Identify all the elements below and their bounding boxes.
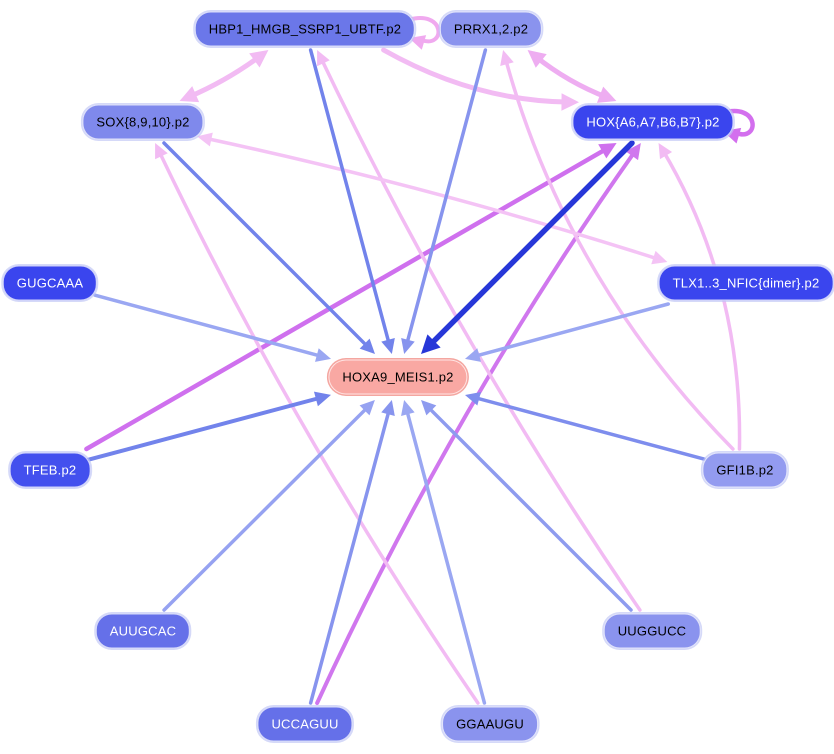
edge-hbp1-hbp1-selfloop xyxy=(406,16,441,44)
edge-hbp1-hoxa9-arrowhead xyxy=(381,338,395,354)
edge-uuggucc-hoxa9-arrowhead xyxy=(421,400,437,416)
edge-sox-hoxa9-arrowhead xyxy=(359,338,375,354)
edge-auugcac-hoxa9 xyxy=(162,403,371,612)
edge-tlx-hoxa9 xyxy=(471,302,671,359)
edge-gugcaaa-hoxa9-arrowhead xyxy=(315,348,331,362)
edge-uccaguu-hoxa9-arrowhead xyxy=(381,400,395,416)
edge-sox-hbp1-back-arrowhead xyxy=(179,86,200,103)
edge-tfeb-hox-arrowhead xyxy=(598,143,617,159)
edge-sox-tlx xyxy=(203,136,662,262)
edge-hbp1-hox-arrowhead xyxy=(561,93,579,111)
edge-prrx1-hox-arrowhead xyxy=(596,86,617,103)
edge-tfeb-hoxa9 xyxy=(86,395,325,462)
edge-uccaguu-hox xyxy=(315,148,638,705)
edge-prrx1-hox xyxy=(532,53,610,101)
node-label-hoxa9: HOXA9_MEIS1.p2 xyxy=(342,369,454,385)
edge-gfi1b-hoxa9-arrowhead xyxy=(465,391,481,406)
node-gfi1b[interactable]: GFI1B.p2 xyxy=(702,452,788,488)
edge-hox-hoxa9 xyxy=(425,140,635,350)
edge-gfi1b-prrx1 xyxy=(503,56,735,451)
edge-uccaguu-hoxa9 xyxy=(308,406,392,705)
node-sox[interactable]: SOX{8,9,10}.p2 xyxy=(82,104,204,140)
node-uccaguu[interactable]: UCCAGUU xyxy=(257,706,353,742)
edge-gfi1b-hoxa9 xyxy=(471,395,706,461)
node-hox[interactable]: HOX{A6,A7,B6,B7}.p2 xyxy=(572,104,734,140)
edge-sox-hbp1-arrowhead xyxy=(249,50,269,68)
node-label-uuggucc: UUGGUCC xyxy=(617,623,687,639)
edge-sox-tlx-back-arrowhead xyxy=(197,132,213,147)
edge-ggaaugu-sox xyxy=(156,148,480,705)
center-node-hoxa9[interactable]: HOXA9_MEIS1.p2 xyxy=(328,359,468,395)
node-ggaaugu[interactable]: GGAAUGU xyxy=(442,706,538,742)
edge-uuggucc-hbp1-arrowhead xyxy=(317,50,330,67)
node-tlx[interactable]: TLX1..3_NFIC{dimer}.p2 xyxy=(658,265,834,301)
node-label-gfi1b: GFI1B.p2 xyxy=(716,462,774,478)
node-label-tlx: TLX1..3_NFIC{dimer}.p2 xyxy=(672,275,820,291)
node-label-tfeb: TFEB.p2 xyxy=(23,462,77,478)
edge-sox-hoxa9 xyxy=(162,141,372,351)
edge-gfi1b-hox-arrowhead xyxy=(658,143,673,160)
node-tfeb[interactable]: TFEB.p2 xyxy=(9,452,91,488)
edge-ggaaugu-hoxa9 xyxy=(404,406,487,705)
node-label-hbp1: HBP1_HMGB_SSRP1_UBTF.p2 xyxy=(208,21,402,37)
edge-hbp1-hoxa9 xyxy=(308,48,392,348)
node-label-uccaguu: UCCAGUU xyxy=(271,716,339,732)
node-hbp1[interactable]: HBP1_HMGB_SSRP1_UBTF.p2 xyxy=(194,11,416,47)
node-label-ggaaugu: GGAAUGU xyxy=(456,716,524,732)
edge-prrx1-hox-back-arrowhead xyxy=(527,50,547,68)
edge-sox-tlx-arrowhead xyxy=(651,250,668,265)
edge-hbp1-hbp1-arrowhead xyxy=(409,35,427,50)
node-label-hox: HOX{A6,A7,B6,B7}.p2 xyxy=(586,114,720,130)
edge-sox-hbp1 xyxy=(185,53,264,100)
edge-uccaguu-hox-arrowhead xyxy=(625,143,641,161)
edge-uuggucc-hoxa9 xyxy=(424,403,633,612)
node-prrx1[interactable]: PRRX1,2.p2 xyxy=(439,11,543,47)
node-label-prrx1: PRRX1,2.p2 xyxy=(453,21,529,37)
node-uuggucc[interactable]: UUGGUCC xyxy=(603,613,701,649)
node-label-auugcac: AUUGCAC xyxy=(109,623,177,639)
node-gugcaaa[interactable]: GUGCAAA xyxy=(2,265,98,301)
edge-tlx-hoxa9-arrowhead xyxy=(465,348,481,362)
edge-tfeb-hox xyxy=(84,145,611,452)
node-auugcac[interactable]: AUUGCAC xyxy=(95,613,191,649)
edge-hox-hoxa9-arrowhead xyxy=(421,334,441,354)
edge-ggaaugu-hoxa9-arrowhead xyxy=(401,400,415,416)
edge-gugcaaa-hoxa9 xyxy=(93,293,325,359)
edge-auugcac-hoxa9-arrowhead xyxy=(359,400,375,416)
edge-tfeb-hoxa9-arrowhead xyxy=(313,391,331,407)
node-label-sox: SOX{8,9,10}.p2 xyxy=(96,114,190,130)
edge-hox-hox-selfloop xyxy=(719,108,755,137)
edge-ggaaugu-sox-arrowhead xyxy=(155,143,168,160)
edge-gfi1b-prrx1-arrowhead xyxy=(500,50,514,66)
edge-prrx1-hoxa9 xyxy=(404,48,488,348)
edge-prrx1-hoxa9-arrowhead xyxy=(401,338,415,354)
edge-uuggucc-hbp1 xyxy=(318,55,642,612)
node-label-gugcaaa: GUGCAAA xyxy=(16,275,84,291)
